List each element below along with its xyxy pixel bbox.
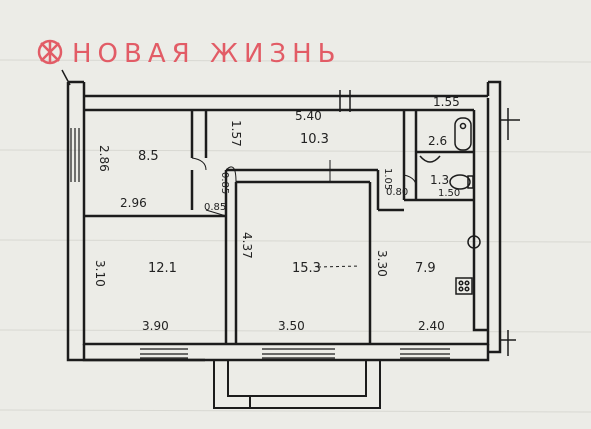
stove-icon — [455, 277, 473, 295]
room-area-center: 15.3 — [292, 261, 321, 276]
exterior-marks — [61, 69, 520, 356]
dim-350: 3.50 — [278, 319, 305, 333]
top-window — [339, 90, 351, 112]
dim-150: 1.50 — [438, 188, 460, 199]
dim-310: 3.10 — [93, 260, 107, 287]
door-swings — [191, 157, 417, 217]
brand-name: НОВАЯ ЖИЗНЬ — [72, 39, 341, 69]
dim-286: 2.86 — [97, 145, 111, 172]
dim-085b: 0.85 — [219, 172, 230, 194]
room-area-wc: 1.3 — [430, 173, 449, 187]
kitchen-sink-icon — [467, 235, 481, 249]
room-area-bathroom: 2.6 — [428, 134, 447, 148]
room-area-corridor: 10.3 — [300, 132, 329, 147]
sink-icon — [419, 155, 441, 163]
center-dash — [317, 265, 361, 268]
dim-540: 5.40 — [295, 109, 322, 123]
room-area-top-left: 8.5 — [138, 149, 159, 164]
brand-logo — [37, 39, 63, 65]
dim-105: 1.05 — [382, 168, 393, 190]
balcony — [213, 360, 381, 409]
dim-390: 3.90 — [142, 319, 169, 333]
paper-lines — [0, 59, 591, 413]
dim-330: 3.30 — [375, 250, 389, 277]
dim-240: 2.40 — [418, 319, 445, 333]
dim-155: 1.55 — [433, 95, 460, 109]
room-area-kitchen: 7.9 — [415, 261, 436, 276]
outer-walls — [66, 80, 502, 362]
toilet-icon — [449, 174, 474, 190]
bathtub-icon — [454, 117, 472, 151]
dim-157: 1.57 — [229, 120, 243, 147]
dim-080: 0.80 — [386, 187, 408, 198]
interior-walls — [84, 110, 474, 344]
room-area-labels: 8.5 10.3 2.6 1.3 12.1 15.3 7.9 — [138, 132, 449, 276]
bottom-windows — [140, 343, 450, 359]
dim-296: 2.96 — [120, 196, 147, 210]
room-area-bottom-left: 12.1 — [148, 261, 177, 276]
left-window — [70, 128, 80, 182]
dimension-labels: 5.40 1.55 2.86 1.57 2.96 0.85 1.05 0.80 … — [93, 95, 460, 333]
dim-085a: 0.85 — [204, 202, 226, 213]
dim-437: 4.37 — [240, 232, 254, 259]
